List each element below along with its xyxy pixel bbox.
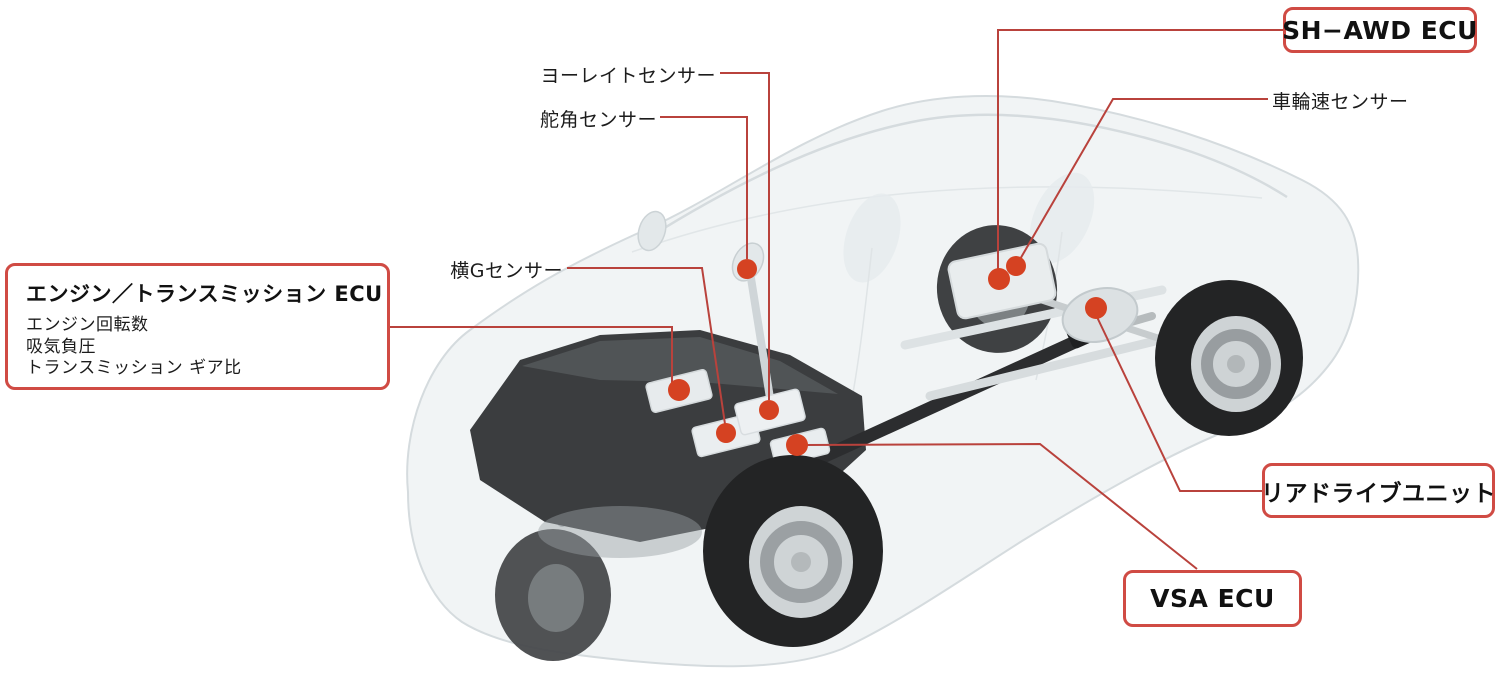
steering-angle-sensor-dot [737,259,757,279]
steering-angle-sensor-label: 舵角センサー [539,109,657,131]
rear-drive-unit-dot [1085,297,1107,319]
callout-line-vsa-ecu [805,442,1198,570]
rear-seat [1029,172,1095,264]
yaw-rate-sensor-dot [759,400,779,420]
lateral-g-sensor-dot [716,423,736,443]
callout-line-engine-ecu [390,326,673,383]
callout-line-steering-angle-sensor [660,116,748,259]
callout-line-yaw-rate-sensor [720,72,770,400]
callout-lines [390,29,1283,570]
engine-ecu-dot [668,379,690,401]
engine-transmission-ecu-box: エンジン／トランスミッション ECU エンジン回転数 吸気負圧 トランスミッショ… [5,263,390,390]
sh-awd-ecu-box: SH−AWD ECU [1282,7,1478,53]
vsa-ecu-box: VSA ECU [1123,570,1302,627]
beltline [631,186,1263,253]
callout-line-rear-drive-unit [1096,316,1262,492]
lateral-g-sensor-label: 横Gセンサー [450,260,563,282]
engine-transmission-ecu-title: エンジン／トランスミッション ECU [26,282,383,306]
wheel-speed-sensor-label: 車輪速センサー [1272,91,1409,113]
yaw-rate-sensor-label: ヨーレイトセンサー [540,65,716,87]
engine-ecu-item-gear-ratio: トランスミッション ギア比 [26,358,242,378]
side-mirror [637,210,667,252]
vsa-ecu-title: VSA ECU [1150,584,1275,613]
rear-right-wheel [1155,280,1303,436]
engine-ecu-item-rpm: エンジン回転数 [26,315,149,335]
callout-line-wheel-speed-sensor [1018,98,1268,262]
rear-drive-unit-title: リアドライブユニット [1261,480,1496,507]
engine-ecu-item-intake-vacuum: 吸気負圧 [26,336,96,357]
vsa-ecu-dot [786,434,808,456]
roofline [647,113,1288,240]
front-right-wheel [495,529,611,661]
sh-awd-ecu-dot [988,268,1010,290]
callout-line-sh-awd-ecu [997,29,1283,269]
rear-drive-unit-box: リアドライブユニット [1261,463,1496,518]
front-seat [843,193,901,283]
wheel-speed-sensor-dot [1006,256,1026,276]
callout-line-lateral-g-sensor [567,267,726,425]
marker-dots [668,256,1107,456]
front-left-wheel [703,455,883,647]
sh-awd-ecu-title: SH−AWD ECU [1282,15,1478,45]
